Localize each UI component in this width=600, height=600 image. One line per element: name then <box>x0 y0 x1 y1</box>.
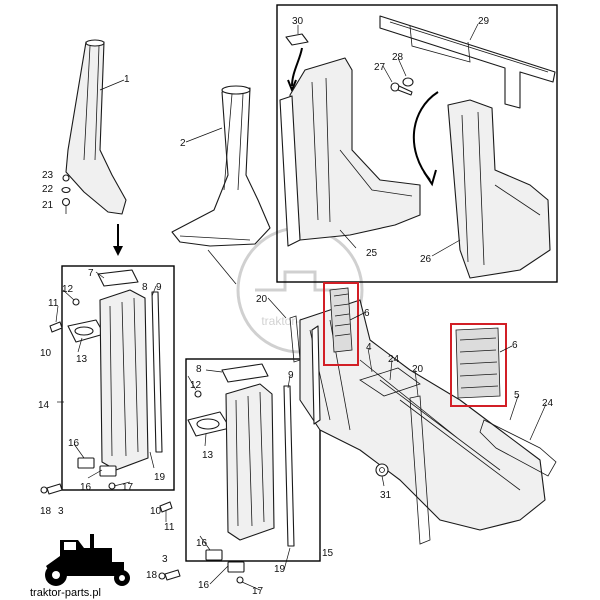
callout-5: 5 <box>514 390 520 401</box>
callout-10-mid: 10 <box>150 506 162 517</box>
part-23-nut <box>62 174 70 182</box>
part-16-clips-mid <box>205 549 245 573</box>
callout-19-mid: 19 <box>274 564 286 575</box>
callout-labels: 1 2 30 29 28 27 25 26 23 22 21 7 8 9 12 … <box>38 16 554 597</box>
callout-30: 30 <box>292 16 304 27</box>
callout-23: 23 <box>42 170 54 181</box>
callout-16-mid-a: 16 <box>196 538 208 549</box>
callout-9-mid: 9 <box>288 370 294 381</box>
callout-6-right: 6 <box>512 340 518 351</box>
callout-7: 7 <box>88 268 94 279</box>
part-6-filter-left <box>329 287 353 353</box>
callout-17-left: 17 <box>122 482 134 493</box>
part-20-seal-strip <box>289 315 431 545</box>
callout-12-left: 12 <box>62 284 74 295</box>
callout-31: 31 <box>380 490 392 501</box>
part-7-grille <box>97 269 139 287</box>
main-duct-assembly <box>299 299 546 531</box>
part-18-screw-left <box>40 483 63 495</box>
part-28-washer <box>402 77 414 87</box>
part-16-clips-left <box>77 457 117 477</box>
leader-2-to-20 <box>207 249 237 285</box>
part-13-vent-nozzle <box>67 319 105 343</box>
callout-16-mid-b: 16 <box>198 580 210 591</box>
callout-2: 2 <box>180 138 186 149</box>
part-17-screw-mid <box>236 576 244 584</box>
callout-22: 22 <box>42 184 54 195</box>
brand-logo-text: traktor-parts.pl <box>30 587 101 599</box>
part-22-washer <box>61 186 71 194</box>
frame-15-middle-assembly <box>185 358 321 562</box>
part-30-clip <box>285 33 309 93</box>
callout-19-left: 19 <box>154 472 166 483</box>
middle-frame-duct-body <box>225 383 275 541</box>
callout-10-left: 10 <box>40 348 52 359</box>
callout-17-mid: 17 <box>252 586 264 597</box>
highlight-box-filter-left <box>323 282 359 366</box>
callout-15: 15 <box>322 548 334 559</box>
callout-6-left: 6 <box>364 308 370 319</box>
part-11-screw-left <box>49 321 63 333</box>
part-18-screw-mid <box>158 569 181 581</box>
callout-24-right: 24 <box>542 398 554 409</box>
left-frame-duct-body <box>99 289 149 471</box>
callout-4: 4 <box>366 342 372 353</box>
part-6-filter-right <box>455 327 501 399</box>
part-12-screw-left <box>72 298 80 306</box>
callout-27: 27 <box>374 62 386 73</box>
callout-3-left: 3 <box>58 506 64 517</box>
callout-24-mid: 24 <box>388 354 400 365</box>
part-31-nut <box>375 463 389 477</box>
tractor-silhouette-icon <box>45 534 130 586</box>
assembly-arrow <box>412 91 439 181</box>
part-2-column-duct <box>171 85 271 247</box>
part-29-rail <box>379 15 556 109</box>
part-1-column-duct <box>65 39 127 215</box>
part-12-screw-mid <box>194 390 202 398</box>
leader-lines <box>55 23 547 591</box>
part-27-screw <box>390 82 413 96</box>
part-26-duct <box>447 99 551 279</box>
callout-13-left: 13 <box>76 354 88 365</box>
part-8-grille <box>221 363 269 383</box>
callout-29: 29 <box>478 16 490 27</box>
frame-14-left-assembly <box>61 265 175 491</box>
part-21-screw <box>61 197 71 214</box>
highlight-box-filter-right <box>450 323 507 407</box>
callout-8-left: 8 <box>142 282 148 293</box>
callout-20-mid: 20 <box>412 364 424 375</box>
part-9-strip-left <box>151 291 163 453</box>
callout-26: 26 <box>420 254 432 265</box>
callout-21: 21 <box>42 200 54 211</box>
callout-20-top: 20 <box>256 294 268 305</box>
callout-12-mid: 12 <box>190 380 202 391</box>
callout-18-left: 18 <box>40 506 52 517</box>
part-13-vent-nozzle-mid <box>187 411 231 437</box>
callout-13-mid: 13 <box>202 450 214 461</box>
callout-9-left: 9 <box>156 282 162 293</box>
callout-16-left-b: 16 <box>80 482 92 493</box>
inset-frame-ducts <box>276 4 558 283</box>
callout-11-mid: 11 <box>164 522 175 533</box>
callout-3-mid: 3 <box>162 554 168 565</box>
callout-14: 14 <box>38 400 50 411</box>
part-4-gasket <box>359 367 421 397</box>
callout-1: 1 <box>124 74 130 85</box>
part-11-screw-mid <box>159 501 173 513</box>
part-24-gasket-right <box>479 419 557 477</box>
callout-8-mid: 8 <box>196 364 202 375</box>
callout-25: 25 <box>366 248 378 259</box>
callout-11-left: 11 <box>48 298 59 309</box>
part-25-duct <box>279 57 421 247</box>
part-9-strip-mid <box>283 385 295 547</box>
callout-28: 28 <box>392 52 404 63</box>
callout-18-mid: 18 <box>146 570 158 581</box>
arrowhead-down-1 <box>113 246 123 256</box>
callout-16-left-a: 16 <box>68 438 80 449</box>
